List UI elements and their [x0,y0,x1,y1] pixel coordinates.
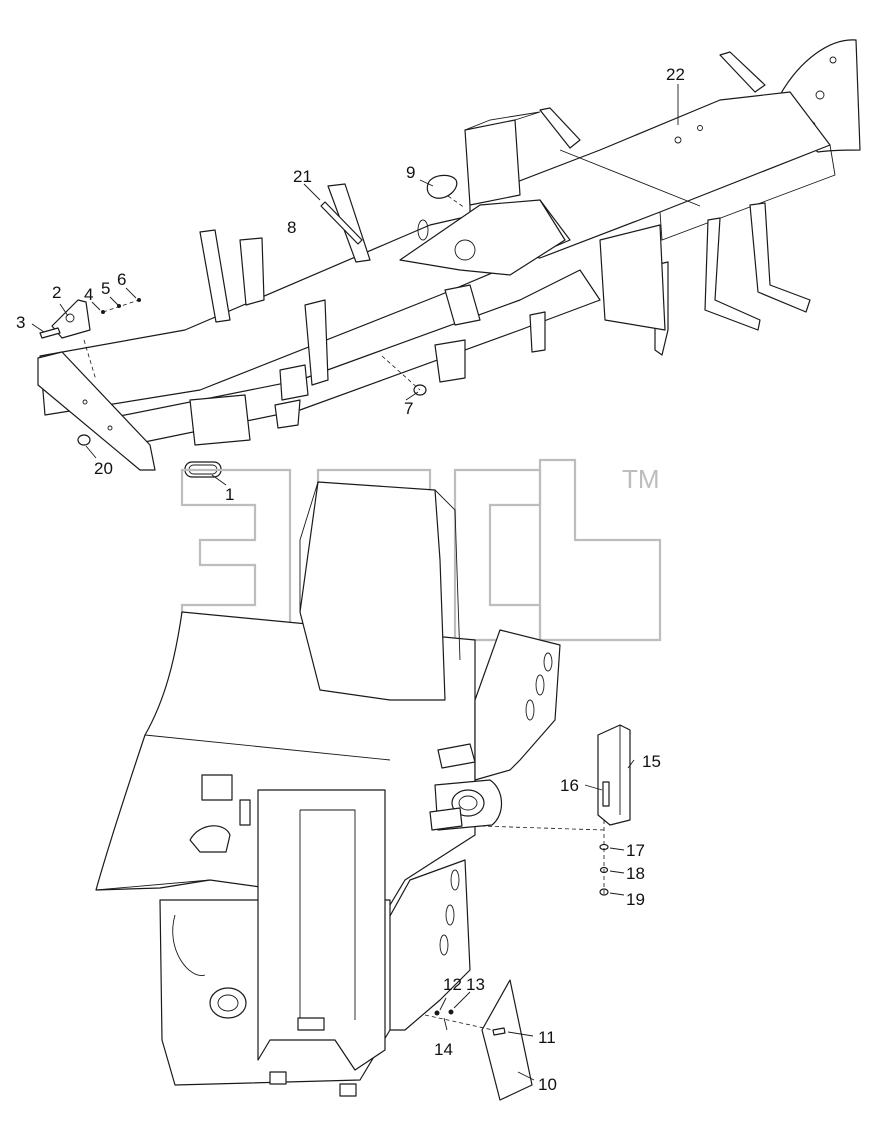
callout-8: 8 [287,218,296,237]
lower-leaders [439,759,635,1081]
callout-11: 11 [538,1028,556,1047]
part-2-bracket [51,299,91,339]
callout-12: 12 [443,975,462,994]
callout-6: 6 [117,270,126,289]
callout-1: 1 [225,485,234,504]
side-rail-box [474,629,561,781]
part-12-washer [434,1010,440,1016]
callout-15: 15 [642,752,661,771]
callout-14: 14 [434,1040,453,1059]
callout-7: 7 [404,399,413,418]
front-upright-channel [257,789,386,1071]
callout-22: 22 [666,65,685,84]
callout-4: 4 [84,285,93,304]
part-20-bushing [77,434,91,446]
part-9-grommet [426,174,458,199]
part-13-nut [448,1009,454,1015]
part-3-bolt [39,327,61,339]
part-16-bolt [602,781,610,807]
upper-leaders [31,84,679,486]
part-11-bolt [492,1027,506,1036]
lower-callouts: 15 16 17 18 19 12 13 14 11 10 [434,752,661,1094]
part-10-plate [481,979,533,1101]
callout-5: 5 [101,279,110,298]
boom-plate [399,199,566,276]
part-15-cover [597,724,631,826]
callout-13: 13 [466,975,485,994]
part-21-bracket [320,201,363,245]
callout-20: 20 [94,459,113,478]
watermark-tm: TM [622,464,660,494]
upper-callouts: 22 21 9 8 2 4 5 6 3 7 20 1 [16,65,685,504]
callout-9: 9 [406,163,415,182]
callout-19: 19 [626,890,645,909]
callout-16: 16 [560,776,579,795]
callout-10: 10 [538,1075,557,1094]
frame-assembly [37,39,861,478]
upright-box [299,481,446,701]
callout-18: 18 [626,864,645,883]
callout-2: 2 [52,283,61,302]
front-cross-member [37,351,156,471]
detail-assembly [95,481,631,1101]
callout-3: 3 [16,313,25,332]
callout-21: 21 [293,167,312,186]
callout-17: 17 [626,841,645,860]
box-section [464,119,521,206]
